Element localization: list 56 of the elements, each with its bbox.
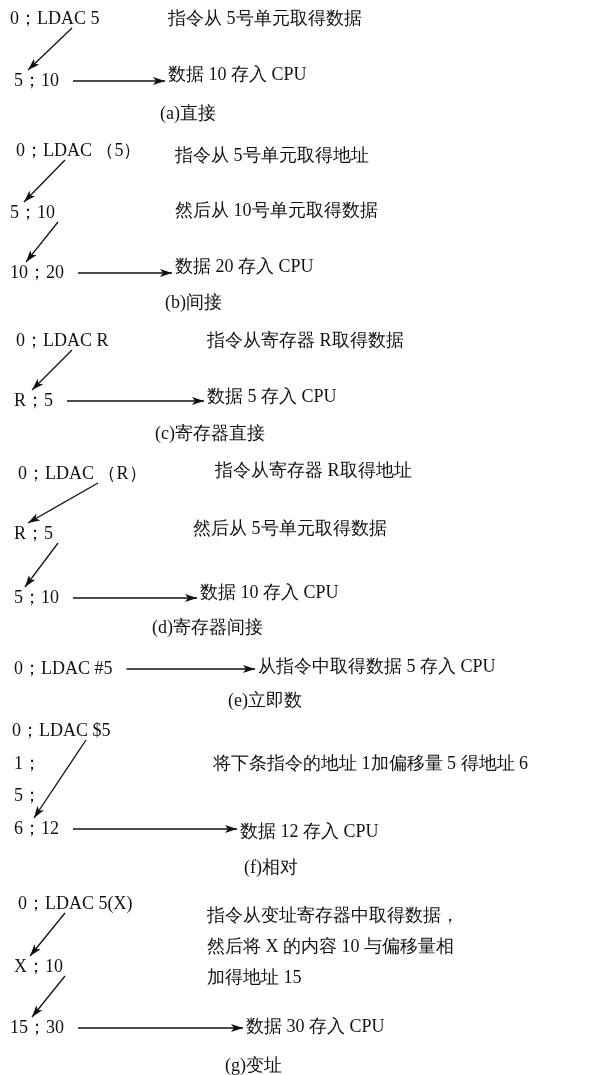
node-text: 0；LDAC 5 bbox=[10, 8, 100, 28]
arrow bbox=[33, 739, 87, 819]
node-text: 数据 10 存入 CPU bbox=[200, 582, 339, 602]
node-text: R；5 bbox=[14, 390, 53, 410]
arrow bbox=[27, 482, 99, 524]
arrow bbox=[31, 975, 66, 1018]
caption: (g)变址 bbox=[225, 1055, 282, 1075]
description-text: 然后从 5号单元取得数据 bbox=[193, 518, 387, 538]
description-text: 然后从 10号单元取得数据 bbox=[175, 200, 378, 220]
arrow bbox=[29, 912, 66, 957]
arrow bbox=[25, 221, 59, 263]
arrow bbox=[24, 542, 59, 588]
node-text: 6；12 bbox=[14, 818, 59, 838]
node-text: 0；LDAC $5 bbox=[12, 720, 111, 740]
node-text: 10；20 bbox=[10, 262, 64, 282]
node-text: 从指令中取得数据 5 存入 CPU bbox=[258, 656, 496, 676]
node-text: 数据 20 存入 CPU bbox=[175, 256, 314, 276]
node-text: 数据 30 存入 CPU bbox=[246, 1016, 385, 1036]
node-text: 0；LDAC #5 bbox=[14, 658, 113, 678]
node-text: 5；10 bbox=[14, 587, 59, 607]
description-text: 指令从寄存器 R取得地址 bbox=[215, 460, 412, 480]
arrow bbox=[77, 269, 173, 277]
arrow bbox=[66, 397, 205, 405]
node-text: 15；30 bbox=[10, 1017, 64, 1037]
arrow bbox=[27, 27, 73, 71]
arrow bbox=[72, 594, 198, 602]
arrow bbox=[72, 825, 238, 833]
caption: (a)直接 bbox=[160, 103, 216, 123]
arrow bbox=[72, 77, 166, 85]
description-text: 指令从 5号单元取得地址 bbox=[175, 145, 369, 165]
node-text: 数据 10 存入 CPU bbox=[168, 64, 307, 84]
arrow bbox=[125, 665, 256, 673]
description-text: 指令从 5号单元取得数据 bbox=[168, 8, 362, 28]
description-text: 指令从变址寄存器中取得数据，然后将 X 的内容 10 与偏移量相加得地址 15 bbox=[207, 904, 460, 989]
node-text: X；10 bbox=[14, 956, 63, 976]
arrow bbox=[23, 159, 66, 203]
caption: (f)相对 bbox=[244, 857, 298, 877]
address-text: 1； bbox=[14, 753, 41, 773]
node-text: 5；10 bbox=[10, 202, 55, 222]
node-text: 0；LDAC R bbox=[16, 330, 109, 350]
node-text: 0；LDAC （R） bbox=[18, 463, 147, 483]
node-text: 0；LDAC （5） bbox=[16, 140, 142, 160]
node-text: 0；LDAC 5(X) bbox=[18, 893, 133, 913]
description-text: 将下条指令的地址 1加偏移量 5 得地址 6 bbox=[213, 753, 528, 773]
caption: (d)寄存器间接 bbox=[152, 617, 263, 637]
node-text: 5；10 bbox=[14, 70, 59, 90]
address-text: 5； bbox=[14, 785, 41, 805]
description-text: 指令从寄存器 R取得数据 bbox=[207, 330, 404, 350]
arrow bbox=[77, 1024, 244, 1032]
arrow bbox=[31, 349, 73, 391]
caption: (e)立即数 bbox=[228, 690, 302, 710]
caption: (b)间接 bbox=[165, 292, 222, 312]
node-text: R；5 bbox=[14, 523, 53, 543]
node-text: 数据 5 存入 CPU bbox=[207, 386, 337, 406]
caption: (c)寄存器直接 bbox=[155, 423, 265, 443]
node-text: 数据 12 存入 CPU bbox=[240, 821, 379, 841]
